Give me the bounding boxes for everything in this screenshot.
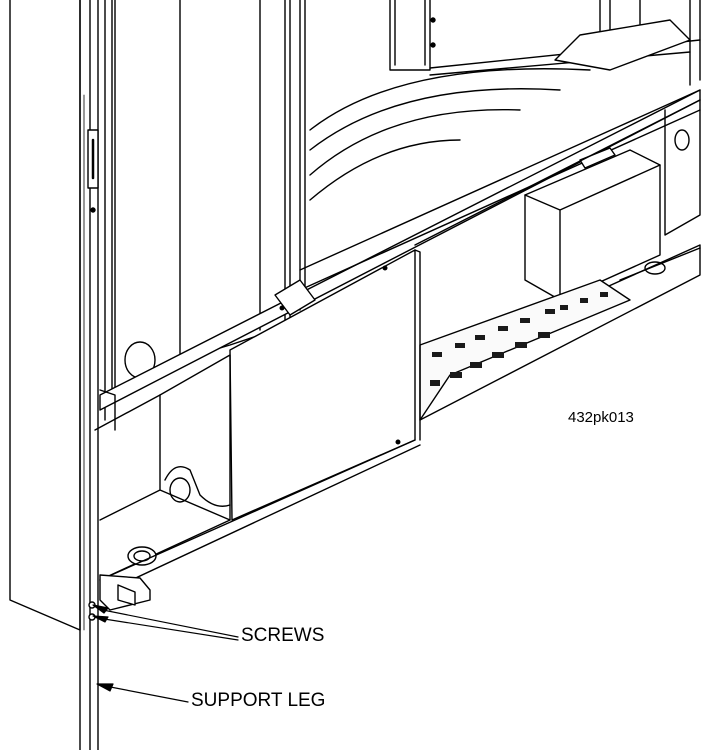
upper-frame bbox=[389, 0, 701, 86]
support-leg-leader-line bbox=[96, 683, 189, 703]
figure-code: 432pk013 bbox=[568, 409, 634, 426]
lower-compartment bbox=[94, 354, 421, 591]
curved-duct bbox=[309, 68, 591, 201]
screws-callout: SCREWS bbox=[241, 625, 325, 646]
support-leg-bracket bbox=[88, 574, 151, 621]
inner-panel bbox=[124, 0, 306, 379]
compartment-right bbox=[419, 99, 701, 421]
support-leg-callout: SUPPORT LEG bbox=[191, 690, 326, 711]
screws-leader-lines bbox=[92, 604, 239, 641]
hinge-bracket bbox=[87, 129, 99, 213]
cabinet-side-wall bbox=[9, 0, 99, 750]
control-board bbox=[419, 279, 631, 421]
transformer-box bbox=[524, 147, 661, 301]
